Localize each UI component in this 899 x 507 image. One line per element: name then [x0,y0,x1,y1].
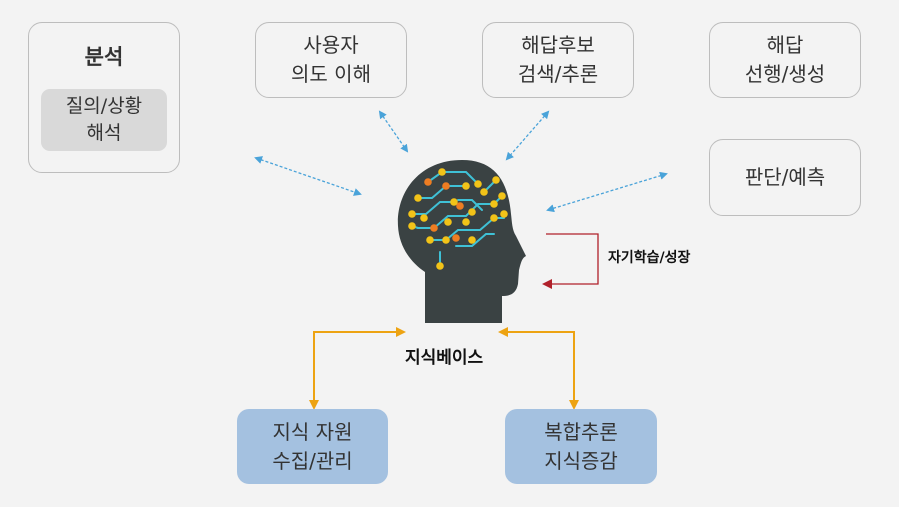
knowledge-collection-line-1: 지식 자원 [272,419,353,444]
arrow-judgment-brain [546,171,668,213]
arrow-collection-kb [309,327,406,410]
arrow-search-brain [505,110,550,161]
answer-search-line-1: 해답후보 [521,33,595,57]
user-intent-line-1: 사용자 [303,33,359,57]
arrow-analysis-brain [254,156,362,196]
user-intent-box: 사용자 의도 이해 [255,22,407,98]
arrow-intent-brain [378,110,409,153]
arrow-reasoning-kb [498,327,579,410]
self-learning-label: 자기학습/성장 [608,250,691,266]
brain-head-icon [397,160,526,323]
judgment-box: 판단/예측 [709,139,861,216]
analysis-box: 분석 질의/상황 해석 [28,22,180,173]
answer-search-line-2: 검색/추론 [517,62,599,86]
answer-generation-line-1: 해답 [766,33,804,57]
query-situation-line-2: 해석 [86,122,122,144]
complex-reasoning-box: 복합추론 지식증감 [505,409,657,484]
query-situation-box: 질의/상황 해석 [41,89,167,151]
knowledge-collection-box: 지식 자원 수집/관리 [237,409,388,484]
complex-reasoning-line-2: 지식증감 [544,448,618,473]
complex-reasoning-line-1: 복합추론 [544,419,618,444]
judgment-line-1: 판단/예측 [744,165,826,189]
query-situation-line-1: 질의/상황 [65,95,143,117]
knowledge-collection-line-2: 수집/관리 [272,448,353,473]
self-learning-loop-arrow [542,233,599,289]
user-intent-line-2: 의도 이해 [291,62,371,86]
answer-generation-line-2: 선행/생성 [744,62,826,86]
knowledge-base-label: 지식베이스 [405,348,484,368]
analysis-title: 분석 [84,45,124,69]
answer-search-box: 해답후보 검색/추론 [482,22,634,98]
answer-generation-box: 해답 선행/생성 [709,22,861,98]
